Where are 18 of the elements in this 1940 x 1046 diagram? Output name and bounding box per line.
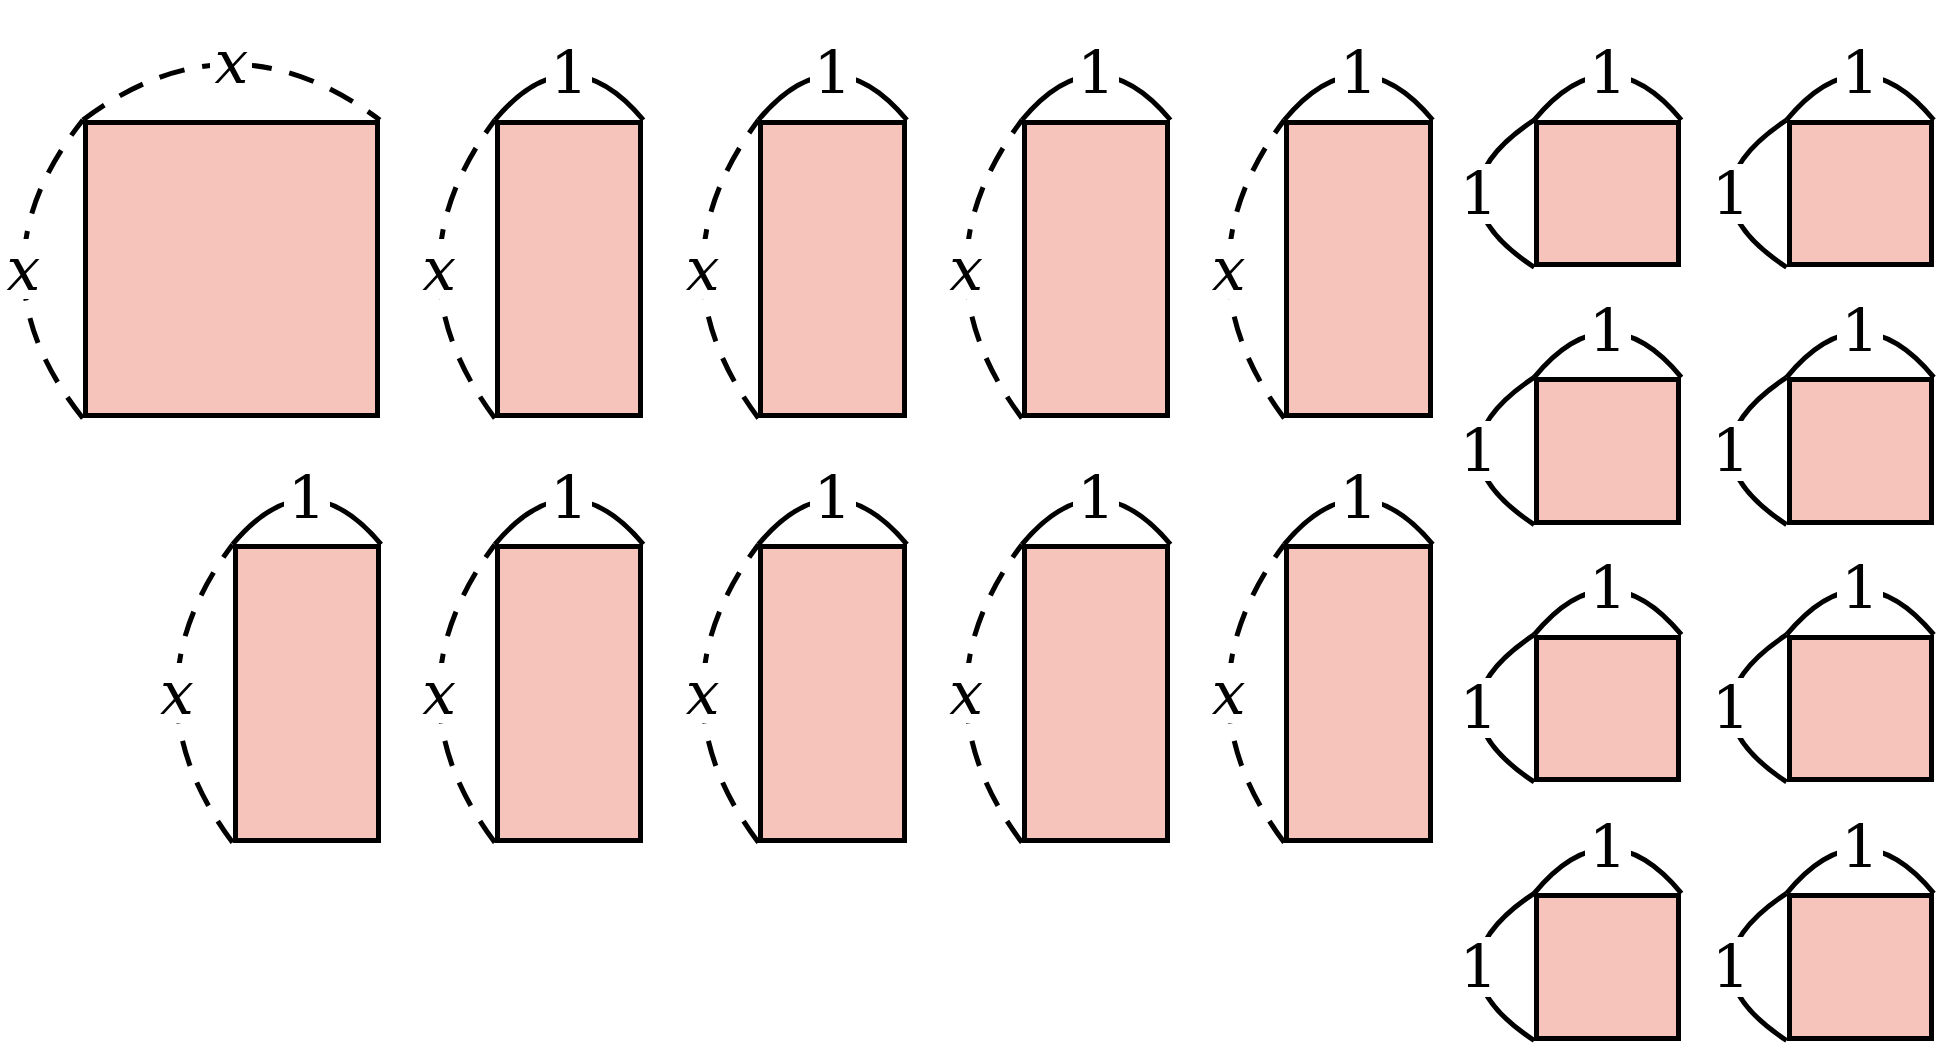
rectangle-tile <box>758 544 907 843</box>
unit-tile <box>1534 634 1682 782</box>
rectangle-tile <box>1284 544 1433 843</box>
unit-tile <box>1534 377 1682 525</box>
rectangle-tile <box>758 120 907 419</box>
rectangle-tile <box>1021 120 1171 419</box>
rectangle-tile <box>1284 120 1433 419</box>
rectangle-tile <box>494 544 644 843</box>
unit-tile <box>1786 634 1934 782</box>
unit-tile <box>1786 120 1934 268</box>
rectangle-tile <box>1021 544 1171 843</box>
unit-tile <box>1534 120 1682 268</box>
unit-tile <box>1534 893 1682 1041</box>
rectangle-tile <box>494 120 644 419</box>
square-tile <box>82 120 380 419</box>
unit-tile <box>1786 377 1934 525</box>
unit-tile <box>1786 893 1934 1041</box>
rectangle-tile <box>232 544 382 843</box>
